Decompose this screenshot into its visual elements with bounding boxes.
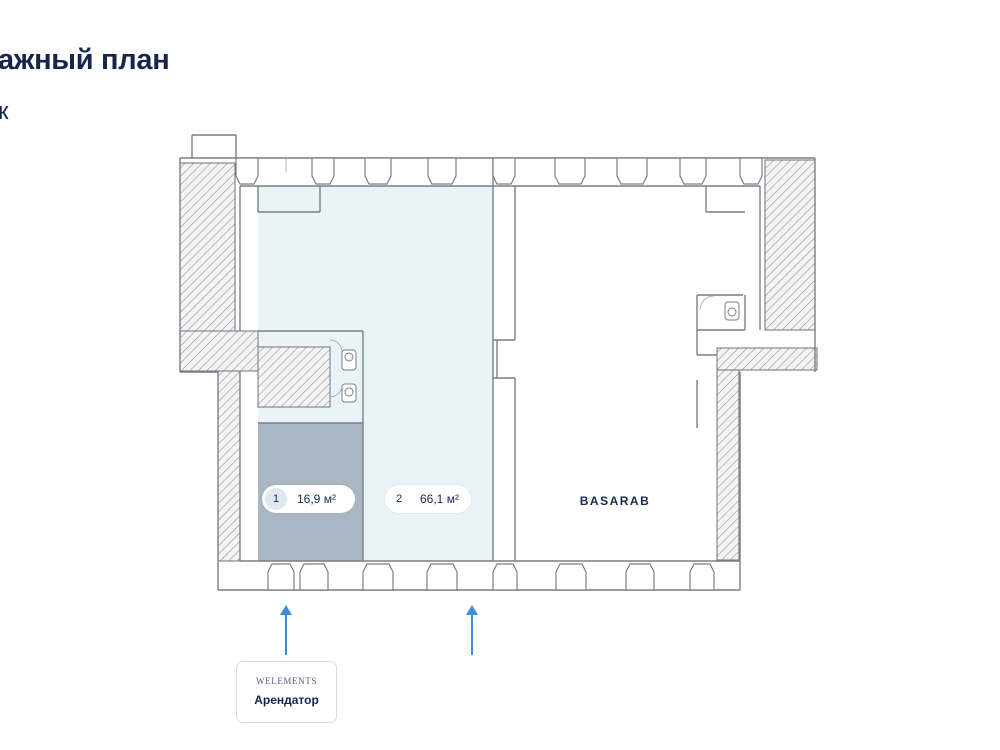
page-subtitle: к (0, 98, 9, 125)
tenant-role: Арендатор (254, 693, 319, 707)
door-swing-icon (285, 158, 715, 398)
unit-area: 16,9 м² (297, 492, 336, 506)
window-piers (235, 157, 763, 591)
unit-2-badge[interactable]: 2 66,1 м² (385, 485, 471, 513)
neighbor-label: BASARAB (579, 494, 651, 508)
walls (179, 134, 816, 591)
entrance-arrow-icon (280, 605, 478, 655)
unit-number: 1 (265, 488, 287, 510)
page-title: ажный план (0, 44, 170, 76)
toilet-icon (341, 301, 740, 403)
unit-area: 66,1 м² (420, 492, 459, 506)
tenant-card[interactable]: WELEMENTS Арендатор (236, 661, 337, 723)
unit-number: 2 (395, 493, 403, 505)
unit-1-badge[interactable]: 1 16,9 м² (262, 485, 355, 513)
tenant-logo: WELEMENTS (256, 676, 317, 686)
